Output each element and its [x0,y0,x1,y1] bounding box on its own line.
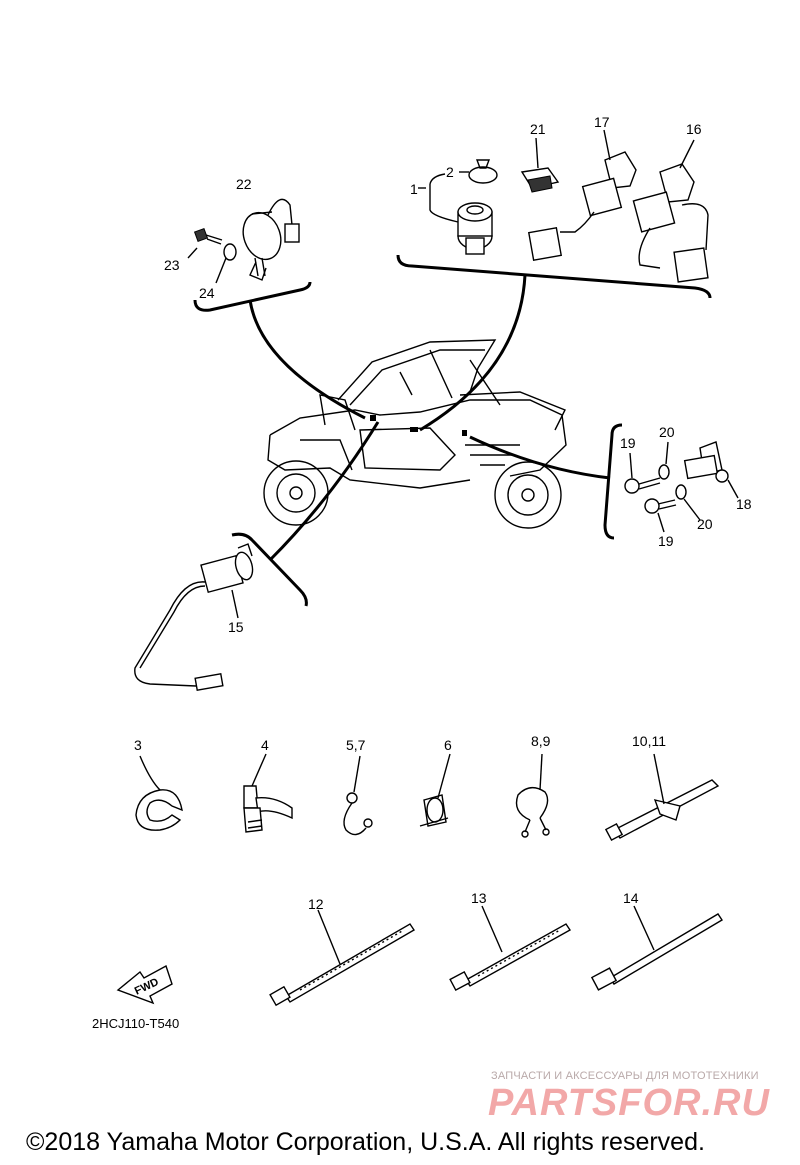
callout-24: 24 [199,285,215,301]
part-16-switch [632,139,709,283]
drawing-code: 2HCJ110-T540 [92,1016,180,1031]
part-20-washer-upper [658,441,670,480]
part-13-cable-tie [449,905,572,992]
part-17-switch [527,129,637,262]
part-22-buzzer [242,198,300,281]
callout-5-7: 5,7 [346,737,366,753]
part-14-cable-tie [590,905,723,991]
callout-2: 2 [446,164,454,180]
part-6-clip [419,753,451,827]
fwd-direction-arrow: FWD [116,964,173,1005]
callout-18: 18 [736,496,752,512]
part-8-9-clamp [515,753,550,838]
callout-16: 16 [686,121,702,137]
part-3-clamp [135,755,183,831]
part-12-cable-tie [269,909,415,1007]
part-10-11-tie [604,753,720,842]
watermark-brand: PARTSFOR.RU [488,1082,770,1124]
callout-21: 21 [530,121,546,137]
callout-1: 1 [410,181,418,197]
callout-4: 4 [261,737,269,753]
callout-8-9: 8,9 [531,733,551,749]
part-5-7-clip [343,755,373,836]
callout-19-lower: 19 [658,533,674,549]
copyright-notice: ©2018 Yamaha Motor Corporation, U.S.A. A… [26,1128,705,1156]
callout-20-upper: 20 [659,424,675,440]
callout-23: 23 [164,257,180,273]
callout-22: 22 [236,176,252,192]
callout-17: 17 [594,114,610,130]
callout-20-lower: 20 [697,516,713,532]
callout-labels: 1 2 3 4 5,7 6 8,9 10,11 12 13 14 15 16 1… [134,114,752,912]
part-18-sensor [683,441,739,499]
part-23-bolt [187,227,223,259]
part-19-bolt-upper [624,452,661,494]
part-24-washer [215,243,237,284]
part-20-washer-lower [675,484,701,521]
part-1-main-switch [418,173,493,255]
callout-12: 12 [308,896,324,912]
watermark-tagline: ЗАПЧАСТИ И АКСЕССУАРЫ ДЛЯ МОТОТЕХНИКИ [491,1070,759,1082]
callout-3: 3 [134,737,142,753]
callout-10-11: 10,11 [632,733,666,749]
callout-6: 6 [444,737,452,753]
part-15-socket [134,543,254,691]
callout-19-upper: 19 [620,435,636,451]
part-2-cap [459,159,498,184]
callout-brackets [193,254,712,607]
callout-13: 13 [471,890,487,906]
vehicle-illustration [263,339,567,529]
part-19-bolt-lower [644,498,677,533]
part-4-clip [243,753,293,833]
callout-14: 14 [623,890,639,906]
callout-15: 15 [228,619,244,635]
part-21-switch [520,137,560,193]
